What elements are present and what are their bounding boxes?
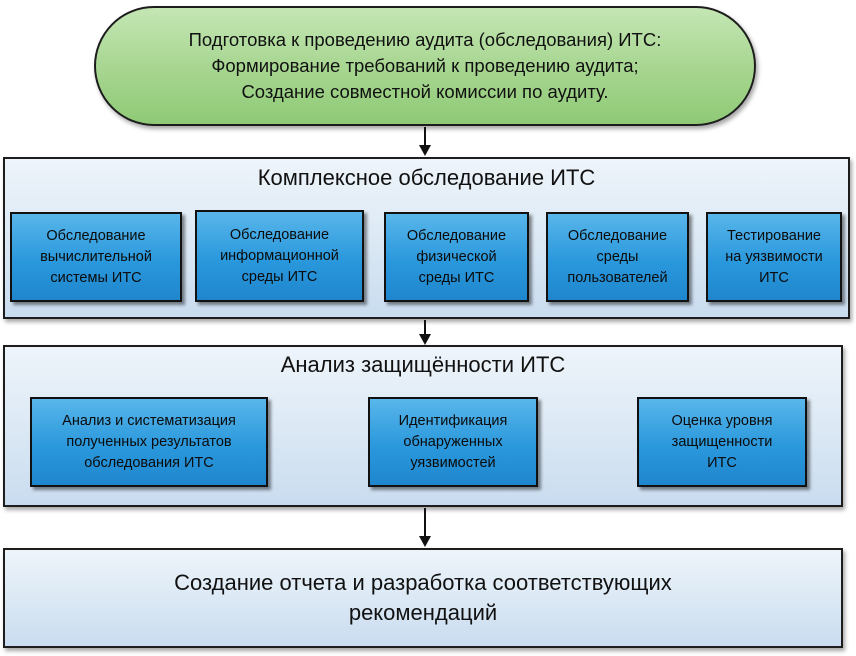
box-line: ИТС <box>707 454 737 471</box>
box-line: обследования ИТС <box>84 454 214 471</box>
box-line: Оценка уровня <box>671 412 773 429</box>
analysis-panel: Анализ защищённости ИТС Анализ и система… <box>3 345 843 507</box>
box-line: Обследование <box>46 227 146 244</box>
box-line: Обследование <box>567 227 668 244</box>
survey-box-physical-environment: Обследование физической среды ИТС <box>384 212 529 302</box>
preparation-line-1: Подготовка к проведению аудита (обследов… <box>188 29 662 50</box>
report-panel: Создание отчета и разработка соответству… <box>3 548 843 648</box>
connector-arrow <box>424 508 426 538</box>
box-line: среды ИТС <box>418 269 495 286</box>
report-line-1: Создание отчета и разработка соответству… <box>174 570 672 595</box>
survey-box-user-environment: Обследование среды пользователей <box>546 212 689 302</box>
analysis-box-security-assessment: Оценка уровня защищенности ИТС <box>637 397 807 487</box>
analysis-box-systematization: Анализ и систематизация полученных резул… <box>30 397 268 487</box>
box-line: Идентификация <box>398 412 508 429</box>
box-line: на уязвимости <box>725 248 823 265</box>
connector-arrow <box>424 320 426 337</box>
analysis-box-identification: Идентификация обнаруженных уязвимостей <box>368 397 538 487</box>
box-line: Обследование <box>406 227 507 244</box>
preparation-line-2: Формирование требований к проведению ауд… <box>211 55 639 76</box>
box-line: физической <box>416 248 497 265</box>
box-line: пользователей <box>567 269 668 286</box>
survey-box-computing-system: Обследование вычислительной системы ИТС <box>10 212 182 302</box>
box-line: информационной <box>220 247 339 264</box>
box-line: Анализ и систематизация <box>62 412 236 429</box>
box-line: вычислительной <box>40 248 152 265</box>
survey-box-information-environment: Обследование информационной среды ИТС <box>195 210 364 302</box>
arrow-head-icon <box>419 334 431 345</box>
box-line: Обследование <box>229 226 330 243</box>
report-line-2: рекомендаций <box>348 600 498 625</box>
box-line: уязвимостей <box>410 454 496 471</box>
preparation-line-3: Создание совместной комиссии по аудиту. <box>241 81 609 102</box>
analysis-title: Анализ защищённости ИТС <box>280 352 566 377</box>
box-line: полученных результатов <box>66 433 232 450</box>
preparation-step: Подготовка к проведению аудита (обследов… <box>94 6 756 126</box>
box-line: системы ИТС <box>50 269 142 286</box>
survey-box-vulnerability-testing: Тестирование на уязвимости ИТС <box>706 212 842 302</box>
box-line: Тестирование <box>726 227 821 244</box>
box-line: ИТС <box>759 269 789 286</box>
survey-panel: Комплексное обследование ИТС Обследовани… <box>3 157 850 319</box>
box-line: среды <box>596 248 639 265</box>
box-line: обнаруженных <box>403 433 503 450</box>
connector-arrow <box>424 127 426 147</box>
box-line: среды ИТС <box>241 268 318 285</box>
arrow-head-icon <box>419 145 431 156</box>
arrow-head-icon <box>419 536 431 547</box>
box-line: защищенности <box>671 433 773 450</box>
survey-title: Комплексное обследование ИТС <box>257 165 596 190</box>
